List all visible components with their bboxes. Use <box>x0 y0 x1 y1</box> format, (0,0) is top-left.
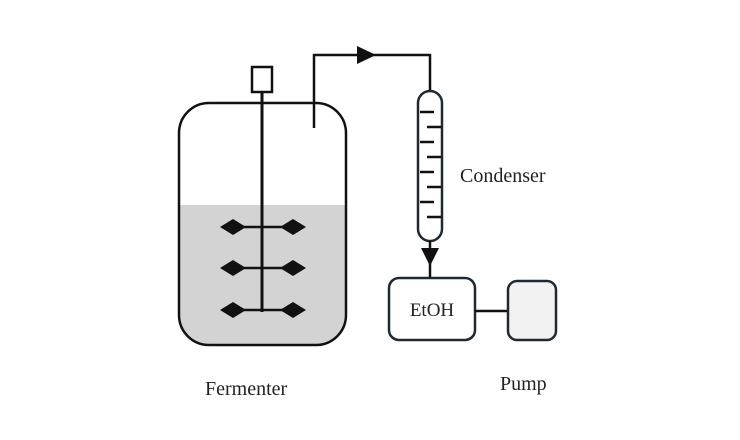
flow-arrow-icon <box>357 46 376 64</box>
condenser-label: Condenser <box>460 165 546 187</box>
pump <box>506 279 558 342</box>
impellers <box>220 219 306 318</box>
vapor-pipe <box>312 46 432 128</box>
down-arrow-icon <box>421 248 439 266</box>
motor-box <box>250 65 274 94</box>
condenser <box>416 89 444 278</box>
etoh-vessel: EtOH <box>387 276 477 342</box>
fermenter-label: Fermenter <box>205 378 288 400</box>
etoh-label: EtOH <box>410 300 455 321</box>
pump-label: Pump <box>500 373 547 395</box>
fermenter <box>177 65 348 347</box>
